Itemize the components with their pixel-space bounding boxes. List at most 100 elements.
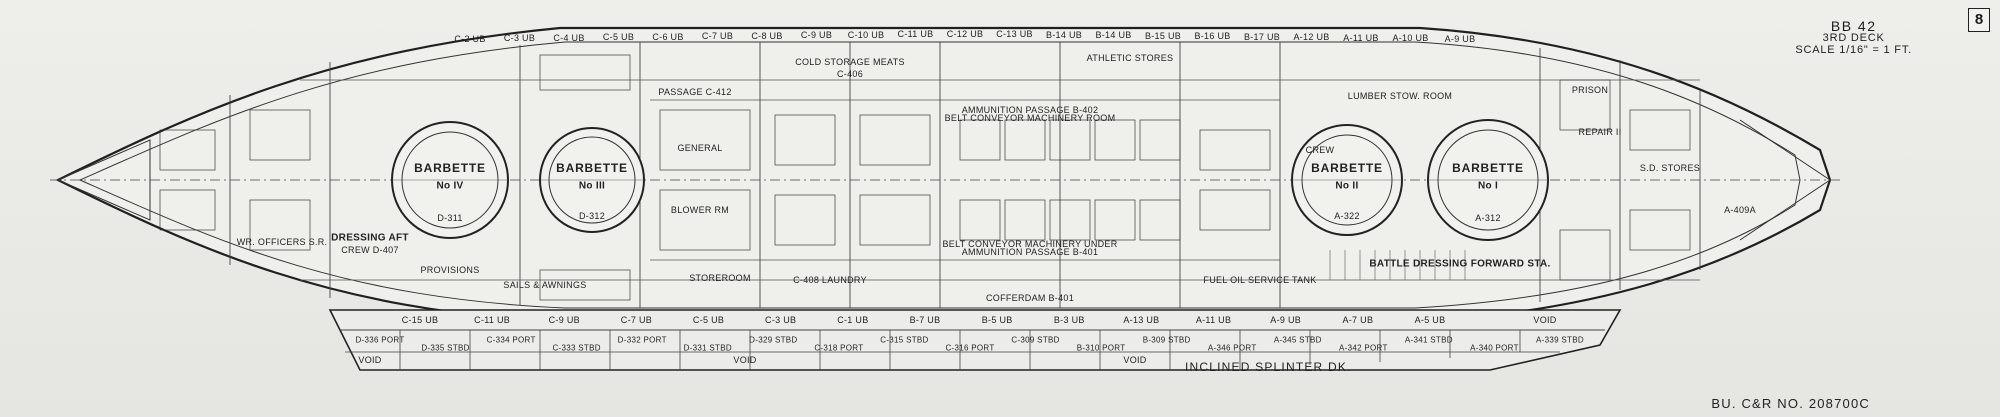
dressing-aft-label: DRESSING AFT [331, 232, 409, 244]
stern-detail [1739, 119, 1831, 241]
frame-label: A-13 UB [1123, 315, 1160, 325]
bow-detail [56, 139, 151, 221]
prison-label: PRISON [1571, 85, 1609, 95]
frame-label: C-9 UB [800, 30, 833, 41]
barbette-no-iv [391, 121, 509, 239]
cold-storage-label: COLD STORAGE MEATS [795, 57, 905, 67]
ammo-passage-bottom: AMMUNITION PASSAGE B-401 [961, 247, 1099, 257]
locker-rows [1329, 250, 1466, 280]
blower-room-label: BLOWER RM [670, 205, 730, 215]
frame-label: B-14 UB [1095, 30, 1132, 41]
frame-label: B-17 UB [1243, 31, 1281, 42]
frame-label: C-1 UB [837, 315, 869, 325]
laundry-label: C-408 LAUNDRY [793, 275, 867, 285]
barbette-iv-number: No IV [436, 180, 464, 192]
frame-label: C-3 UB [765, 315, 797, 325]
frame-label: C-11 UB [897, 29, 934, 40]
barbette-i-id: A-312 [1475, 213, 1501, 223]
splinter-station-label: A-346 PORT [1207, 343, 1257, 353]
barbette-iv-id: D-311 [437, 213, 463, 223]
frame-label: C-8 UB [751, 30, 783, 41]
storeroom-label: STOREROOM [689, 273, 751, 283]
frame-label: C-6 UB [652, 31, 684, 42]
ammo-passage-top: AMMUNITION PASSAGE B-402 [961, 105, 1099, 115]
splinter-station-label: A-345 STBD [1273, 335, 1322, 345]
frame-label: C-5 UB [692, 315, 725, 325]
splinter-station-label: C-318 PORT [814, 343, 864, 353]
frame-label: C-13 UB [996, 29, 1033, 40]
fuel-oil-label: FUEL OIL SERVICE TANK [1203, 275, 1317, 285]
sheet-number: 8 [1968, 8, 1990, 32]
inclined-splinter-deck [328, 309, 1622, 371]
barbette-no-iii [539, 127, 645, 233]
battle-dressing-label: BATTLE DRESSING FORWARD STA. [1369, 258, 1551, 270]
provisions-label: PROVISIONS [420, 265, 480, 275]
barbette-iii-id: D-312 [578, 211, 606, 221]
lumber-stow-label: LUMBER STOW. ROOM [1347, 91, 1453, 101]
frame-label: B-15 UB [1144, 30, 1182, 41]
frame-label: A-9 UB [1270, 315, 1302, 325]
splinter-deck-label: INCLINED SPLINTER DK. [1185, 360, 1352, 374]
drawing-scale: SCALE 1/16" = 1 FT. [1795, 44, 1912, 56]
splinter-station-label: C-334 PORT [486, 335, 536, 345]
splinter-station-label: A-339 STBD [1536, 335, 1584, 345]
cofferdam-label: COFFERDAM B-401 [985, 293, 1075, 303]
crew-d407-label: CREW D-407 [341, 245, 399, 255]
cold-storage-id: C-406 [836, 69, 864, 79]
sd-stores-label: S.D. STORES [1639, 163, 1701, 173]
frame-label: B-5 UB [981, 315, 1013, 325]
transverse-bulkheads [229, 42, 1701, 308]
barbette-i-number: No I [1477, 180, 1499, 192]
barbette-no-i [1427, 119, 1549, 241]
frame-label: A-11 UB [1195, 315, 1232, 325]
barbette-no-ii [1291, 124, 1403, 236]
frame-label: A-7 UB [1342, 315, 1374, 325]
splinter-station-label: C-333 STBD [552, 343, 601, 353]
machinery-spaces [159, 54, 1691, 301]
repair-ii-label: REPAIR II [1578, 127, 1622, 137]
frame-label: C-2 UB [454, 33, 486, 44]
belt-conveyor-bottom: BELT CONVEYOR MACHINERY UNDER [942, 239, 1118, 249]
barbette-iv-label: BARBETTE [414, 161, 486, 175]
splinter-station-label: B-309 STBD [1142, 335, 1191, 345]
frame-label: C-5 UB [602, 32, 635, 43]
splinter-station-label: D-335 STBD [421, 343, 470, 353]
barbette-ii-id: A-322 [1334, 211, 1360, 221]
frame-label: B-3 UB [1053, 315, 1085, 325]
frame-label: C-4 UB [553, 32, 585, 43]
frame-label: C-7 UB [620, 315, 653, 325]
frame-label: A-9 UB [1444, 33, 1476, 44]
splinter-station-label: D-336 PORT [355, 335, 405, 345]
splinter-station-label: C-315 STBD [880, 335, 929, 345]
frame-label: C-10 UB [847, 29, 885, 40]
barbette-ii-number: No II [1335, 180, 1359, 192]
frame-label: C-11 UB [474, 315, 511, 325]
frame-label: B-16 UB [1194, 31, 1231, 42]
frame-label: C-9 UB [548, 315, 580, 325]
general-label: GENERAL [677, 143, 723, 153]
ship-designation: BB 42 [1830, 18, 1877, 34]
frame-label: C-15 UB [401, 315, 439, 325]
hull-outline [55, 26, 1832, 324]
barbette-i-label: BARBETTE [1452, 161, 1524, 175]
sails-awnings-label: SAILS & AWNINGS [503, 280, 587, 290]
splinter-station-label: B-310 PORT [1076, 343, 1126, 353]
wardroom-label: WR. OFFICERS S.R. [236, 237, 328, 247]
barbette-iii-number: No III [578, 180, 606, 192]
a409a-label: A-409A [1724, 205, 1756, 215]
drawing-number: BU. C&R NO. 208700C [1711, 396, 1870, 411]
splinter-station-label: D-332 PORT [617, 335, 667, 345]
barbette-iii-label: BARBETTE [556, 161, 628, 175]
void-label: VOID [733, 355, 757, 365]
frame-label: C-7 UB [701, 31, 734, 42]
belt-conveyor-top: BELT CONVEYOR MACHINERY ROOM [944, 113, 1116, 123]
athletic-stores-label: ATHLETIC STORES [1086, 53, 1174, 63]
splinter-station-label: A-340 PORT [1470, 343, 1519, 353]
splinter-station-label: C-316 PORT [945, 343, 995, 353]
frame-label: B-14 UB [1045, 29, 1083, 40]
splinter-station-label: D-329 STBD [749, 335, 798, 345]
deck-name: 3RD DECK [1822, 32, 1885, 44]
crew-fwd-label: CREW [1305, 145, 1335, 155]
barbette-ii-label: BARBETTE [1311, 161, 1383, 175]
